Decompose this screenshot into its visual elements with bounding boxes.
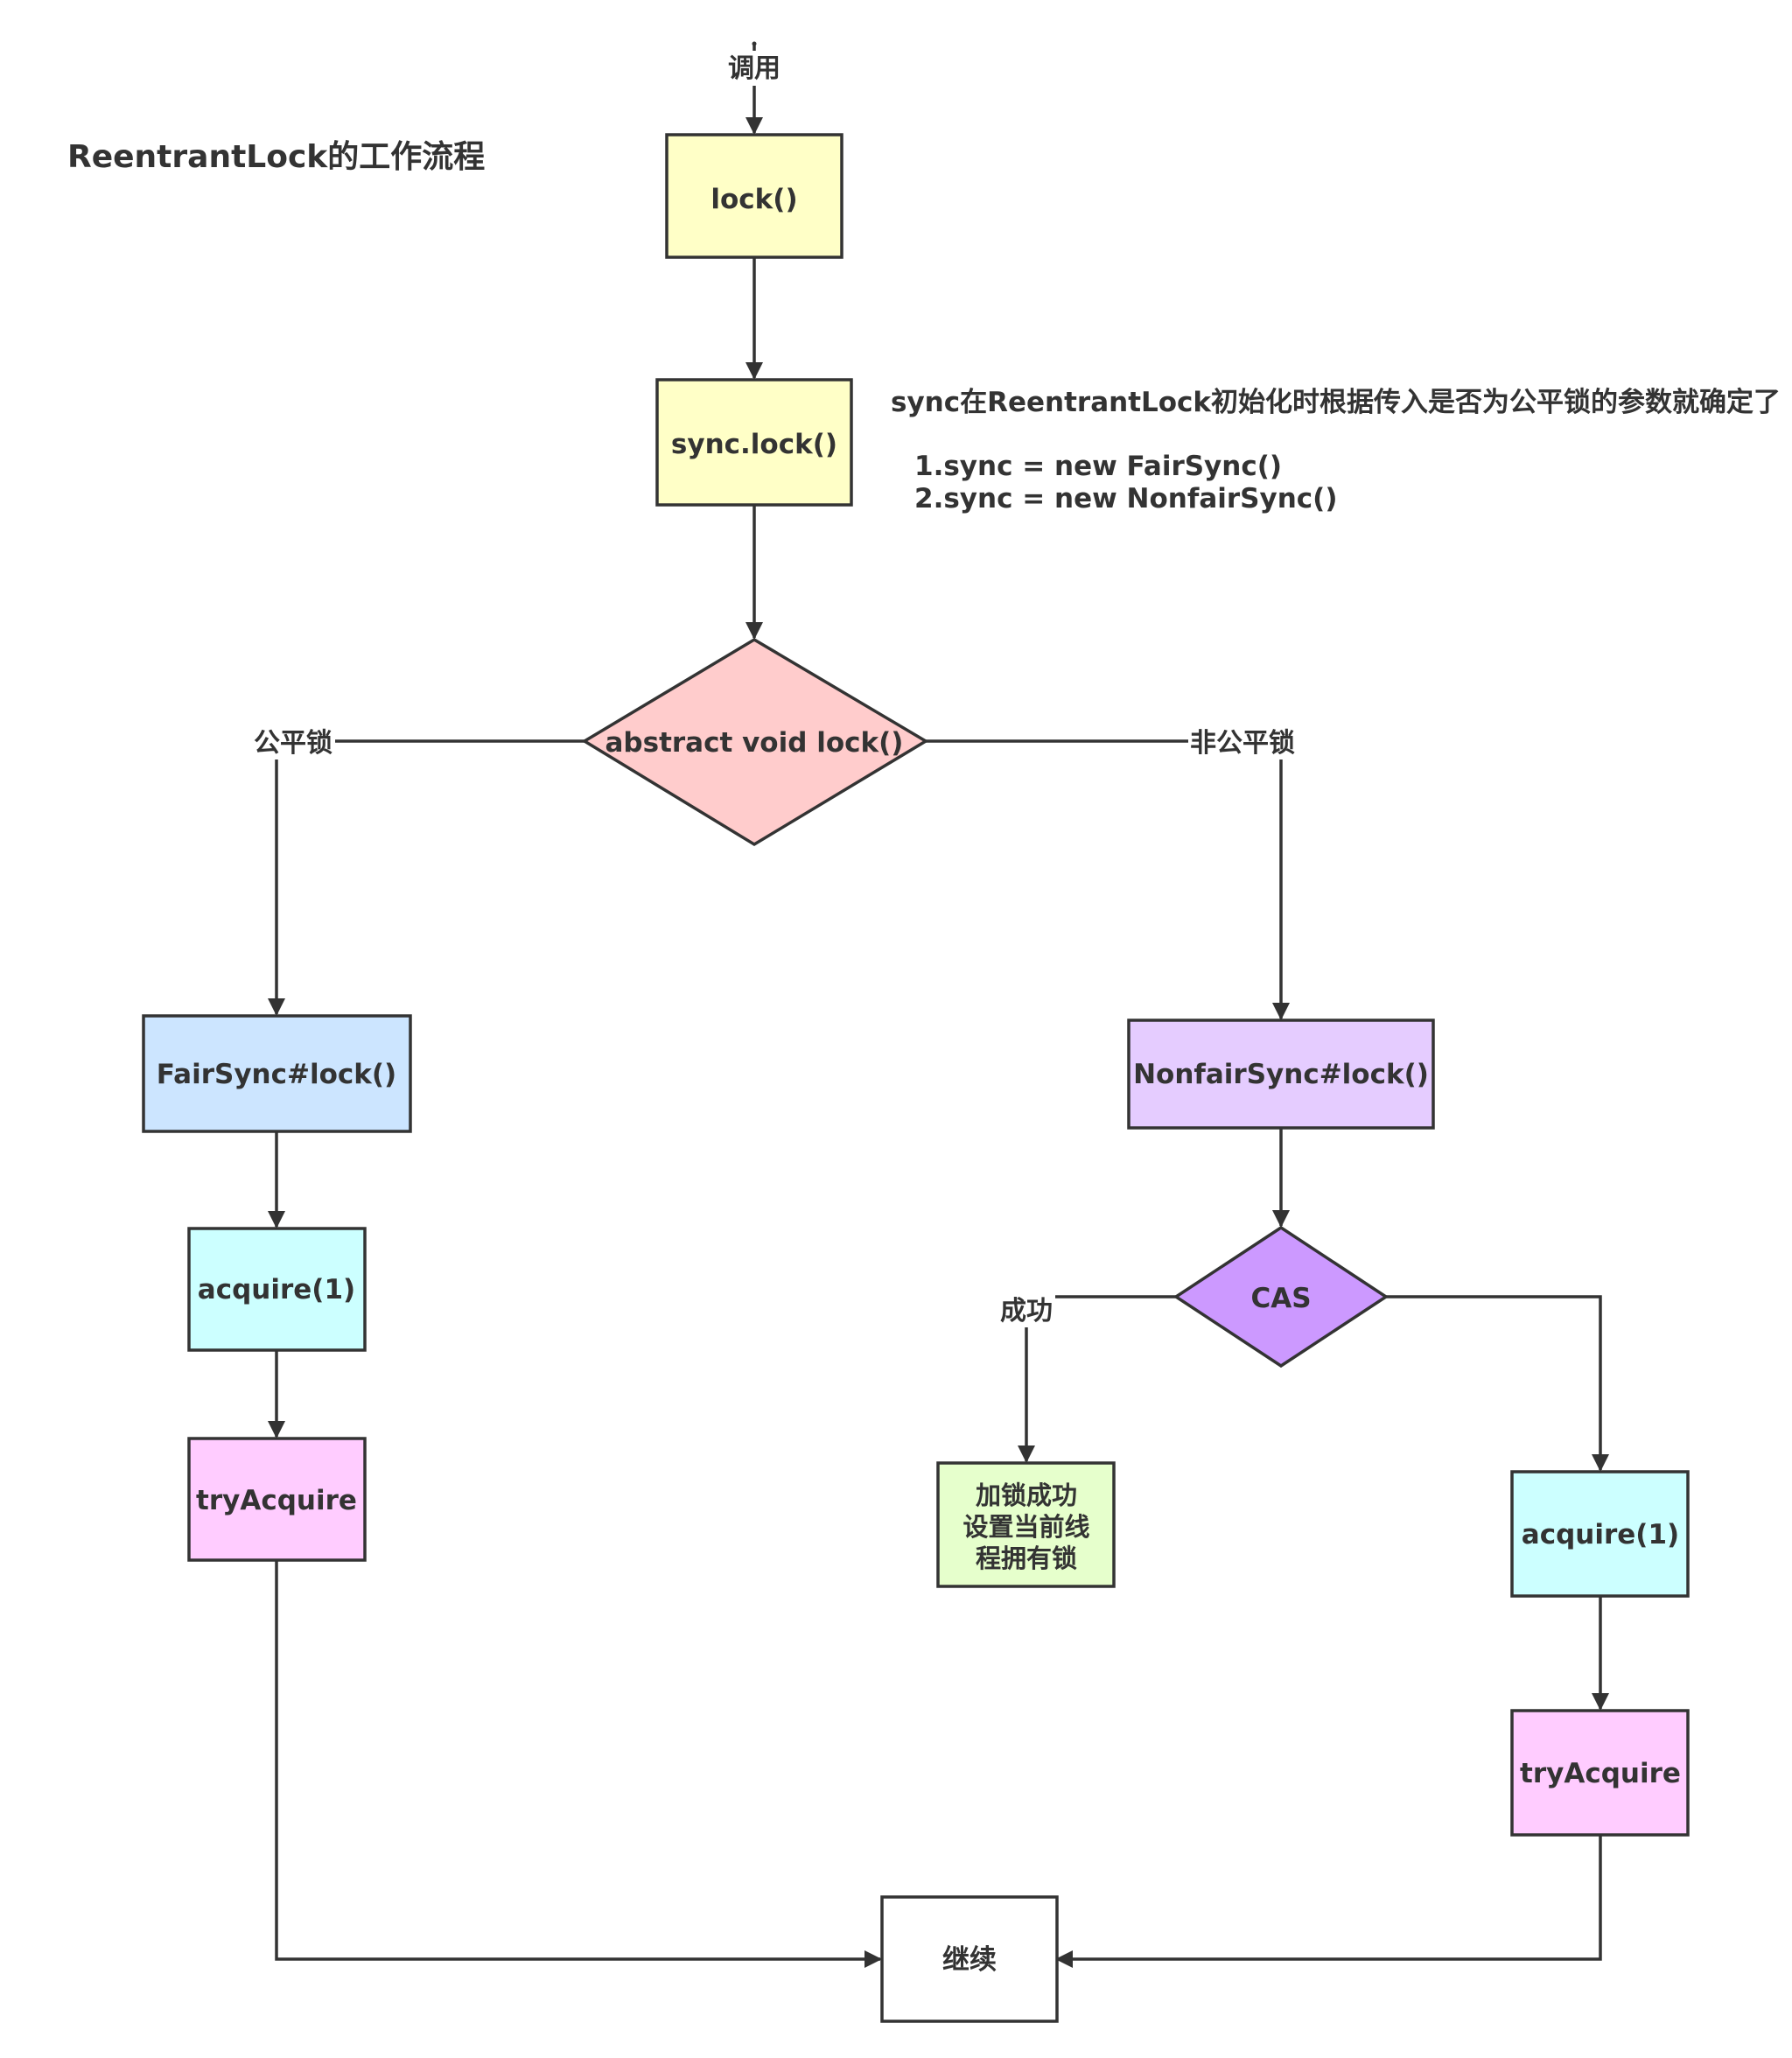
edge-abstract-to-nonfairsync	[926, 739, 1290, 1020]
node-nonfair-acquire-label: acquire(1)	[1522, 1519, 1679, 1550]
node-success-line-3: 程拥有锁	[976, 1544, 1077, 1573]
node-nonfair-tryacquire-label: tryAcquire	[1520, 1758, 1681, 1789]
success-label-bg	[998, 1292, 1055, 1327]
node-abstract-lock-label: abstract void lock()	[606, 727, 904, 759]
edge-fair-try-to-continue	[275, 1560, 882, 1968]
node-nonfair-tryacquire[interactable]: tryAcquire	[1510, 1709, 1690, 1837]
note-line-3: 2.sync = new NonfairSync()	[914, 483, 1337, 514]
edge-label-success: 成功	[1000, 1296, 1053, 1326]
call-label-bg	[723, 51, 786, 86]
node-success-line-2: 设置当前线	[962, 1512, 1089, 1542]
node-lock-success[interactable]: 加锁成功 设置当前线 程拥有锁	[936, 1461, 1116, 1588]
node-abstract-lock[interactable]: abstract void lock()	[581, 637, 929, 847]
note-line-2: 1.sync = new FairSync()	[914, 451, 1282, 482]
edge-label-nonfair: 非公平锁	[1190, 728, 1295, 759]
node-fair-tryacquire[interactable]: tryAcquire	[187, 1437, 367, 1562]
node-nonfairsync-lock[interactable]: NonfairSync#lock()	[1127, 1018, 1435, 1130]
node-fair-tryacquire-label: tryAcquire	[196, 1485, 357, 1516]
node-continue[interactable]: 继续	[880, 1895, 1059, 2023]
nonfair-label-bg	[1188, 724, 1300, 760]
fair-label-bg	[251, 724, 335, 760]
node-cas[interactable]: CAS	[1172, 1225, 1390, 1368]
edge-nonfair-try-to-continue	[1055, 1835, 1602, 1968]
node-fairsync-lock[interactable]: FairSync#lock()	[142, 1014, 412, 1133]
node-fair-acquire-label: acquire(1)	[198, 1274, 355, 1306]
diagram-title: ReentrantLock的工作流程	[67, 139, 485, 175]
edge-label-fair: 公平锁	[254, 728, 332, 759]
edge-abstract-to-fairsync	[268, 739, 584, 1016]
note-line-1: sync在ReentrantLock初始化时根据传入是否为公平锁的参数就确定了	[891, 387, 1781, 418]
node-sync-lock-label: sync.lock()	[671, 429, 837, 460]
edge-cas-to-nonfair-acquire	[1386, 1295, 1609, 1472]
node-lock-label: lock()	[710, 184, 797, 215]
entry-point	[752, 41, 757, 46]
node-nonfairsync-lock-label: NonfairSync#lock()	[1133, 1059, 1429, 1090]
edge-label-call: 调用	[728, 53, 780, 84]
node-fair-acquire[interactable]: acquire(1)	[187, 1227, 367, 1352]
node-continue-label: 继续	[942, 1944, 997, 1976]
node-sync-lock[interactable]: sync.lock()	[655, 378, 853, 507]
node-fairsync-lock-label: FairSync#lock()	[157, 1059, 396, 1090]
node-cas-label: CAS	[1250, 1283, 1311, 1314]
edges	[268, 46, 1609, 1968]
node-nonfair-acquire[interactable]: acquire(1)	[1510, 1470, 1690, 1598]
node-lock[interactable]: lock()	[665, 133, 844, 259]
node-success-line-1: 加锁成功	[976, 1480, 1077, 1510]
